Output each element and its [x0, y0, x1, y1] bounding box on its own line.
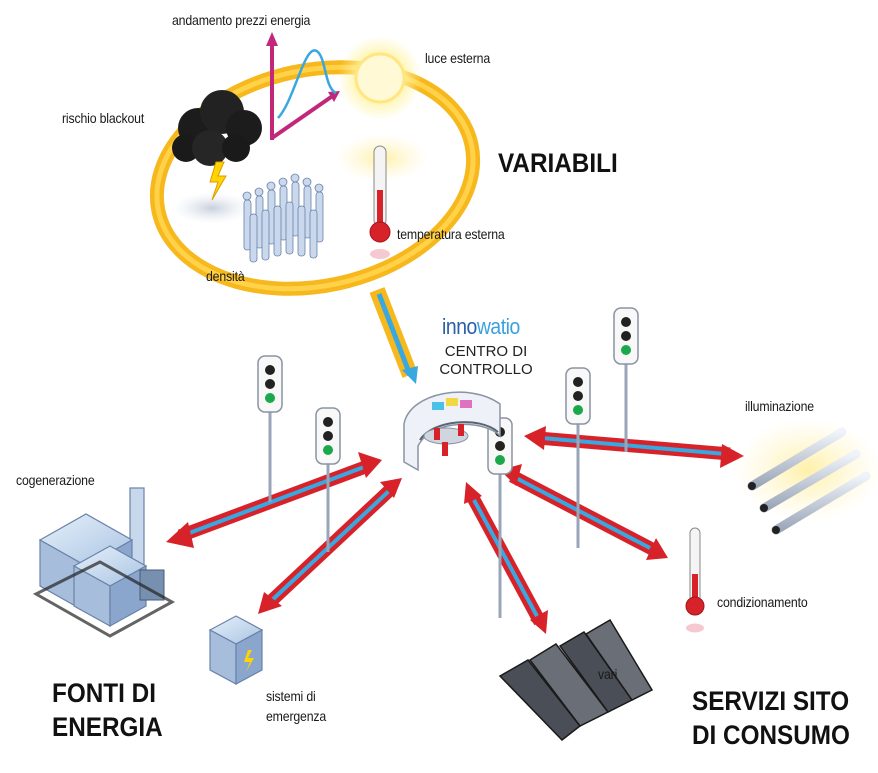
flow-arrows: [166, 426, 744, 634]
storm-cloud-icon: [172, 90, 262, 224]
cogeneration-label: cogenerazione: [16, 472, 95, 488]
density-label: densità: [206, 268, 245, 284]
misc-label: vari: [598, 666, 618, 682]
variables-ring: [149, 60, 481, 384]
outside-temperature-label: temperatura esterna: [397, 226, 505, 242]
outside-thermometer-icon: [336, 134, 428, 259]
arrow-lighting: [524, 426, 744, 468]
site-services-title: SERVIZI SITO DI CONSUMO: [692, 686, 850, 750]
traffic-light-5: [613, 307, 639, 452]
sun-icon: [338, 36, 422, 120]
control-center-label: CENTRO DI CONTROLLO: [439, 343, 533, 378]
crowd-icon: [242, 173, 324, 263]
variables-title: VARIABILI: [498, 148, 618, 178]
escalator-icon: [498, 618, 654, 742]
air-conditioning-label: condizionamento: [717, 594, 808, 610]
arrow-emergency: [258, 478, 402, 614]
traffic-lights: [257, 307, 639, 618]
traffic-light-4: [565, 367, 591, 548]
air-conditioning-thermometer-icon: [685, 527, 705, 633]
traffic-light-1: [257, 355, 283, 502]
blackout-risk-label: rischio blackout: [62, 110, 145, 126]
arrow-cogeneration: [166, 452, 382, 548]
energy-prices-label: andamento prezzi energia: [172, 12, 311, 28]
control-center-icon: [403, 391, 501, 472]
innowatio-logo: innowatio: [442, 314, 520, 339]
lighting-tubes-icon: [734, 418, 878, 535]
emergency-generator-icon: [208, 615, 264, 686]
energy-sources-title: FONTI DI ENERGIA: [52, 678, 163, 742]
traffic-light-3: [487, 417, 513, 618]
traffic-light-2: [315, 407, 341, 552]
outside-light-label: luce esterna: [425, 50, 491, 66]
cogeneration-plant-icon: [32, 487, 176, 638]
price-chart-icon: [266, 32, 340, 140]
arrow-air-conditioning: [500, 464, 668, 560]
lighting-label: illuminazione: [745, 398, 814, 414]
arrow-misc: [464, 482, 548, 634]
emergency-systems-label: sistemi di emergenza: [266, 688, 327, 724]
